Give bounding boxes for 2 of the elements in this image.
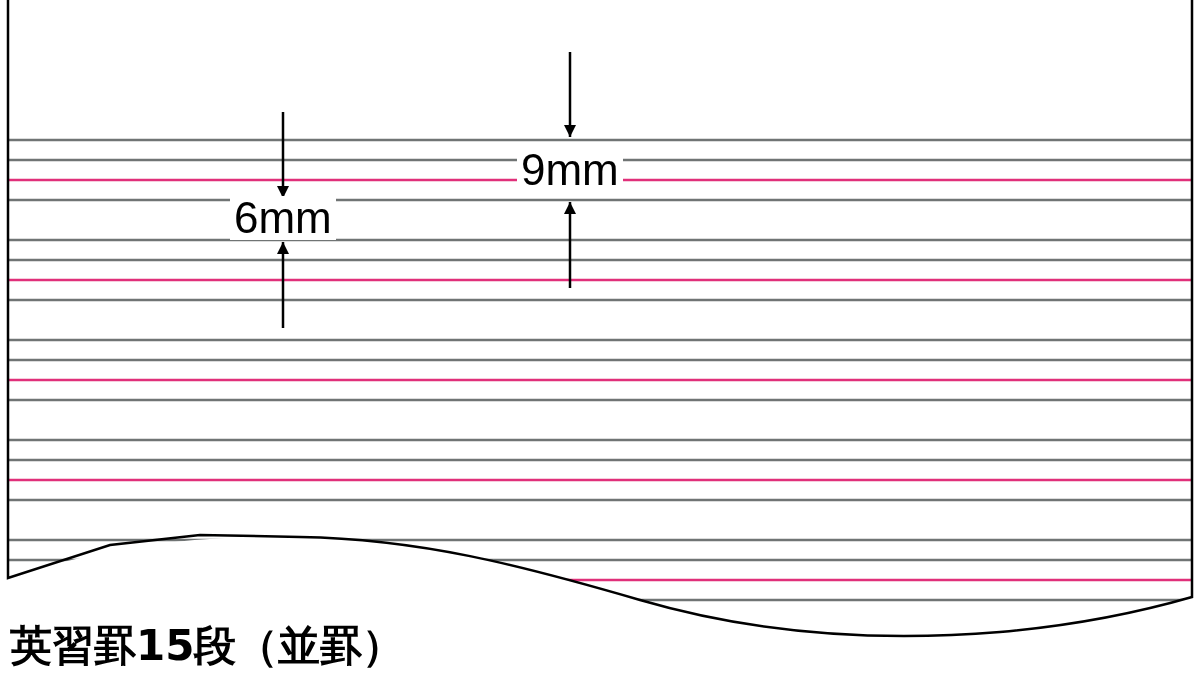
dimension-label: 6mm <box>230 196 336 240</box>
caption: 英習罫15段（並罫） <box>10 620 405 672</box>
